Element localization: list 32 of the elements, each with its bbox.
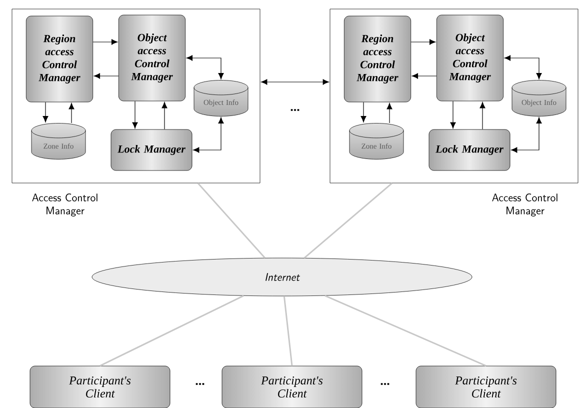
ellipsis: … — [196, 383, 204, 385]
client-box: Participant's Client — [222, 366, 362, 408]
arrow — [92, 39, 118, 45]
manager-box: Lock Manager — [428, 129, 510, 171]
arrow — [504, 55, 542, 80]
arrow — [186, 55, 224, 80]
arrow — [360, 102, 366, 122]
arrow — [162, 102, 168, 130]
arrow — [132, 100, 138, 129]
manager-box: Region access Control Manager — [26, 16, 94, 102]
internet-cloud: Internet — [92, 258, 472, 296]
ellipsis: … — [380, 383, 390, 385]
arrow — [480, 102, 486, 130]
client-box: Participant's Client — [30, 366, 170, 408]
arrow — [386, 103, 392, 124]
arrow — [42, 102, 48, 122]
group-label: Access Control Manager — [492, 194, 558, 217]
arrow — [450, 100, 456, 129]
client-box: Participant's Client — [416, 366, 556, 408]
arrow — [511, 117, 542, 153]
arrow — [412, 73, 437, 79]
manager-box: Object access Control Manager — [436, 14, 504, 102]
manager-box: Lock Manager — [110, 129, 192, 171]
ellipsis: … — [290, 109, 300, 111]
arrow — [193, 117, 224, 153]
arrow — [261, 79, 330, 85]
arrow — [410, 39, 436, 45]
manager-box: Object access Control Manager — [118, 14, 186, 102]
arrow — [94, 73, 119, 79]
arrow — [68, 103, 74, 124]
group-label: Access Control Manager — [32, 194, 98, 217]
manager-box: Region access Control Manager — [344, 16, 412, 102]
